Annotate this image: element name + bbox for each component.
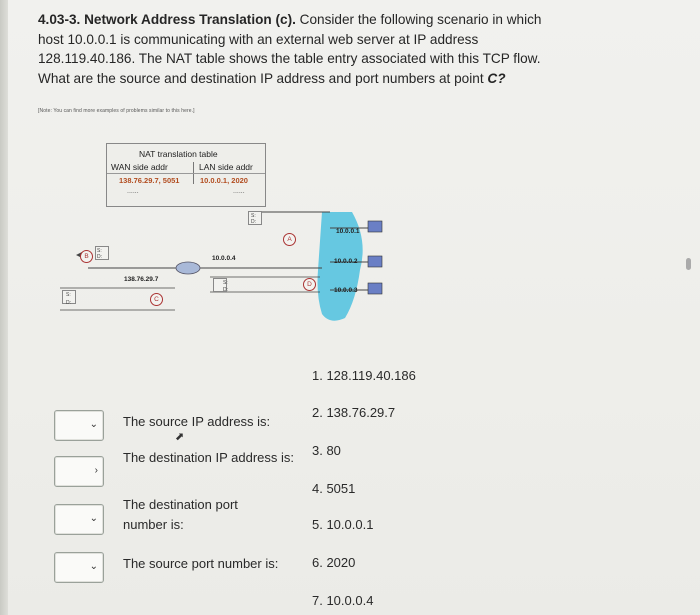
nat-lan-value: 10.0.0.1, 2020 [200, 176, 248, 185]
source-ip-prompt: The source IP address is: [123, 414, 271, 429]
lan-cloud [317, 212, 363, 321]
packet-b-src: S: [97, 248, 102, 254]
chevron-down-icon: ⌄ [89, 419, 98, 430]
packet-point-b [95, 246, 109, 260]
point-a-marker: A [283, 233, 296, 246]
packet-c-dst: D: [66, 300, 71, 306]
option-1: 1. 128.119.40.186 [312, 368, 416, 383]
examples-note[interactable]: [Note: You can find more examples of pro… [38, 108, 195, 114]
host-1-ip: 10.0.0.1 [336, 228, 360, 235]
nat-diagram: NAT translation table WAN side addr LAN … [60, 143, 383, 321]
source-port-dropdown[interactable]: ⌄ [54, 552, 104, 583]
router-lan-ip: 10.0.0.4 [212, 255, 236, 262]
nat-wan-header: WAN side addr [111, 162, 168, 172]
packet-d-dst: D: [223, 287, 228, 293]
nat-dots-lan: ...... [233, 188, 245, 195]
packet-c-src: S: [66, 292, 71, 298]
host-2-icon [367, 255, 383, 268]
host-3-ip: 10.0.0.3 [334, 287, 358, 294]
option-2: 2. 138.76.29.7 [312, 405, 396, 420]
nat-table-title: NAT translation table [139, 149, 218, 159]
host-3-icon [367, 282, 383, 295]
option-6: 6. 2020 [312, 555, 356, 570]
nat-wan-value: 138.76.29.7, 5051 [119, 176, 180, 185]
packet-b-dst: D: [97, 254, 102, 260]
chevron-down-icon: ⌄ [89, 561, 98, 572]
packet-d-src: S: [223, 280, 228, 286]
question-title: Network Address Translation (c). [84, 12, 296, 27]
packet-a-dst: D: [251, 219, 256, 225]
option-7: 7. 10.0.0.4 [312, 593, 374, 608]
question-body: Consider the following scenario in which… [38, 12, 542, 86]
destination-port-dropdown[interactable]: ⌄ [54, 504, 104, 535]
page-edge-shadow [0, 0, 10, 615]
nat-dots-wan: ...... [127, 188, 139, 195]
destination-port-prompt: The destination port number is: [123, 497, 238, 532]
point-d-marker: D [303, 278, 316, 291]
nat-lan-header: LAN side addr [199, 162, 253, 172]
mouse-cursor-icon: ⬈ [175, 431, 185, 443]
packet-a-src: S: [251, 213, 256, 219]
destination-ip-dropdown[interactable]: › [54, 456, 104, 487]
point-c-marker: C [150, 293, 163, 306]
packet-point-d [213, 278, 227, 292]
router-wan-ip: 138.76.29.7 [124, 276, 159, 283]
nat-translation-table: NAT translation table WAN side addr LAN … [106, 143, 266, 207]
option-5: 5. 10.0.0.1 [312, 517, 374, 532]
source-port-prompt: The source port number is: [123, 556, 279, 571]
point-b-marker: B [80, 250, 93, 263]
option-3: 3. 80 [312, 443, 341, 458]
chevron-down-icon: ⌄ [89, 513, 98, 524]
question-number: 4.03-3. [38, 12, 81, 27]
question-page [8, 0, 700, 615]
host-1-icon [367, 220, 383, 233]
destination-ip-prompt: The destination IP address is: [123, 450, 295, 465]
host-2-ip: 10.0.0.2 [334, 258, 358, 265]
diagram-lines [60, 211, 383, 321]
source-ip-dropdown[interactable]: ⌄ [54, 410, 104, 441]
question-point: C? [487, 70, 506, 86]
scrollbar-thumb[interactable] [686, 258, 691, 270]
question-text: 4.03-3. Network Address Translation (c).… [38, 10, 558, 88]
packet-point-a [248, 211, 262, 225]
router-icon [175, 261, 201, 275]
chevron-down-icon: › [94, 465, 98, 476]
option-4: 4. 5051 [312, 481, 356, 496]
packet-point-c [62, 290, 76, 304]
